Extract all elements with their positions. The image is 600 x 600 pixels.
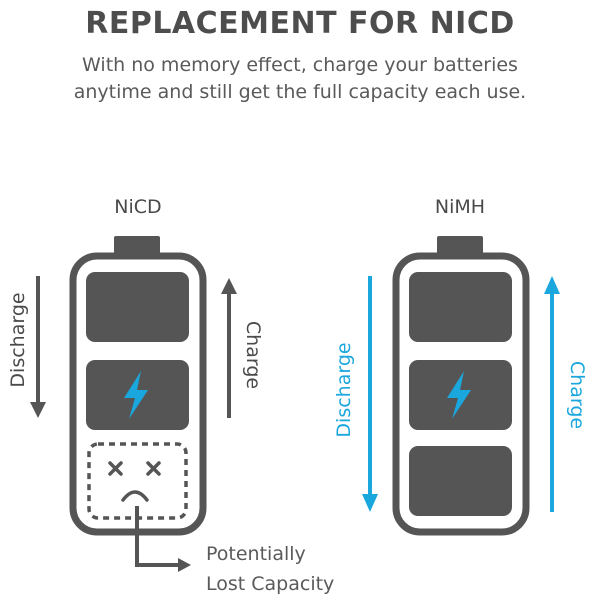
nicd-charge-arrow [221,278,237,418]
nimh-charge-arrow [544,276,560,512]
nicd-discharge-arrow [30,276,46,418]
page-title: REPLACEMENT FOR NICD [85,6,515,41]
page-subtitle: With no memory effect, charge your batte… [0,52,600,106]
lost-capacity-line-2: Lost Capacity [206,573,334,595]
nicd-battery [69,236,207,536]
nimh-battery [392,236,530,536]
nicd-charge-label: Charge [242,321,264,389]
subtitle-line-1: With no memory effect, charge your batte… [82,54,518,76]
nimh-battery-terminal [437,236,483,256]
lost-capacity-line-1: Potentially [206,543,306,565]
nicd-label: NiCD [114,196,161,218]
nicd-cell-top [86,272,189,342]
nimh-charge-label: Charge [566,361,588,429]
sad-face-icon [108,461,161,502]
nimh-battery-body [392,252,530,536]
nicd-discharge-label: Discharge [7,292,29,387]
bolt-icon [124,371,148,419]
nicd-battery-terminal [114,236,160,256]
bolt-icon [447,371,471,419]
subtitle-line-2: anytime and still get the full capacity … [73,81,527,103]
nimh-cell-bottom [409,446,512,516]
nimh-cell-top [409,272,512,342]
lost-capacity-connector [135,506,191,572]
nimh-discharge-arrow [362,276,378,512]
nimh-label: NiMH [435,196,485,218]
nimh-discharge-label: Discharge [333,342,355,437]
